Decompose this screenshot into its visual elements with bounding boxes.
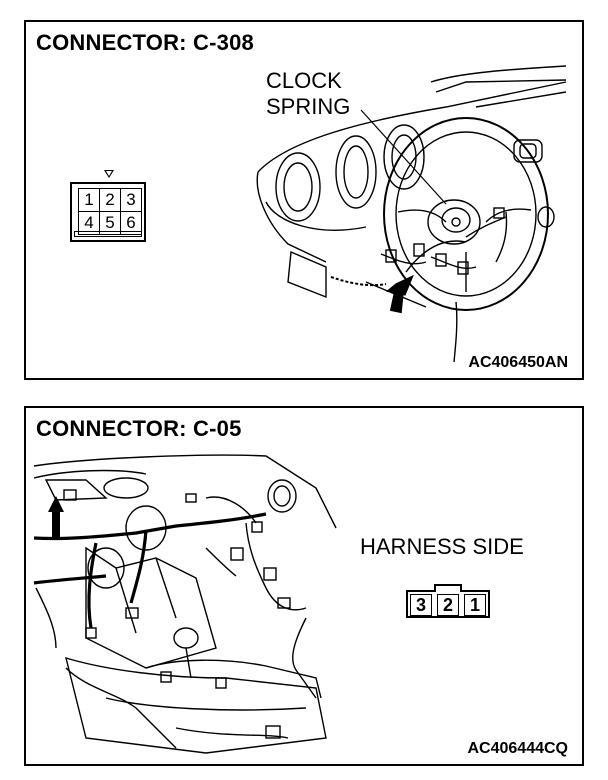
clock-spring-callout: CLOCK SPRING [266, 68, 350, 120]
connector-c05-face: 3 2 1 [406, 584, 490, 618]
pin-6: 6 [120, 211, 142, 235]
pin-3: 3 [120, 188, 142, 212]
arrow-icon [48, 496, 64, 538]
connector-lock-tab [434, 584, 462, 592]
polarity-marker-icon [104, 170, 114, 178]
connector-latch [74, 231, 142, 237]
callout-line-2: SPRING [266, 94, 351, 119]
figure-code: AC406444CQ [467, 740, 569, 757]
callout-line-1: CLOCK [266, 68, 342, 93]
connector-c05-panel: CONNECTOR: C-05 [24, 406, 584, 766]
steering-column-illustration [256, 65, 567, 363]
pin-3: 3 [410, 594, 432, 616]
connector-c308-face: 1 2 3 4 5 6 [70, 170, 146, 242]
pin-2: 2 [437, 594, 459, 616]
figure-code: AC406450AN [468, 354, 568, 371]
connector-c308-panel: CONNECTOR: C-308 1 2 3 4 5 6 [24, 20, 584, 380]
harness-side-label: HARNESS SIDE [360, 534, 524, 559]
arrow-icon [385, 274, 414, 314]
panel-title: CONNECTOR: C-05 [36, 416, 242, 441]
pin-4: 4 [78, 211, 100, 235]
panel-title: CONNECTOR: C-308 [36, 30, 254, 55]
dashboard-harness-illustration [33, 454, 337, 754]
pin-1: 1 [464, 594, 486, 616]
